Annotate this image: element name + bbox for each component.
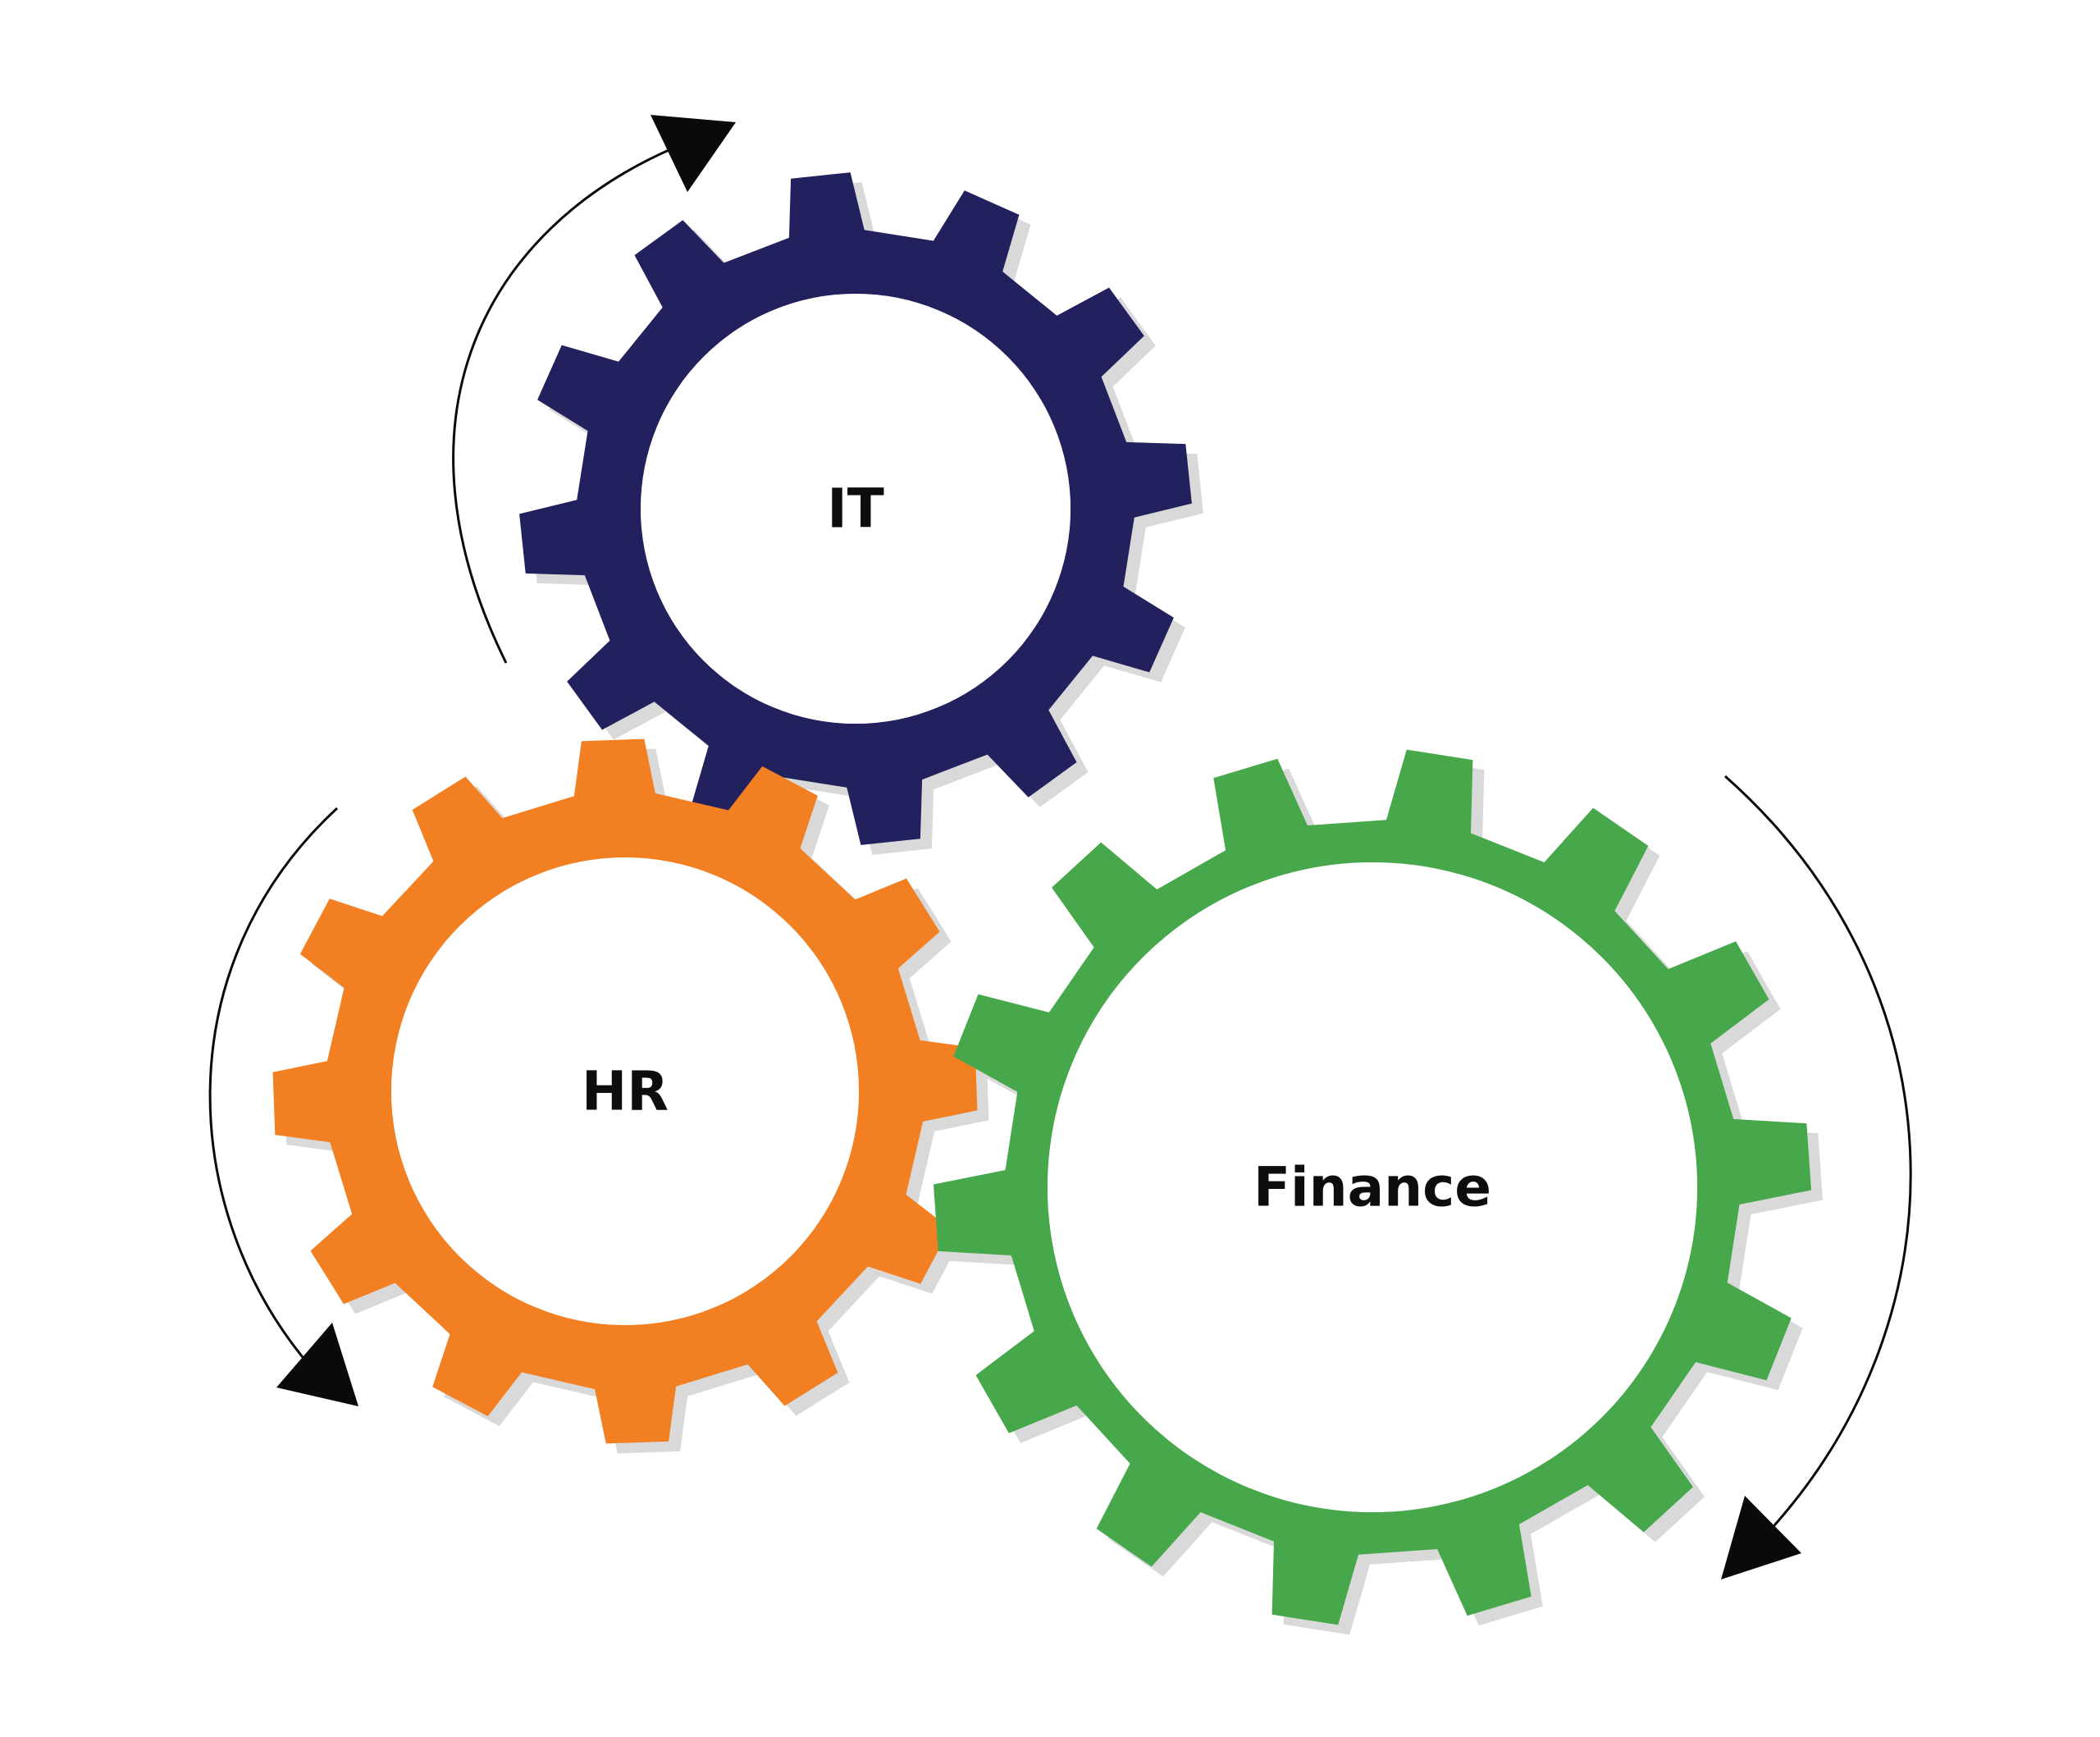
finance-gear-hub	[1048, 862, 1697, 1512]
hr-gear	[272, 738, 978, 1444]
it-gear	[519, 172, 1192, 845]
rotation-arrows	[208, 115, 1912, 1579]
hr-rotation-arc	[208, 807, 339, 1367]
finance-rotation-arc	[1724, 775, 1912, 1534]
gears-group	[272, 172, 1811, 1625]
hr-gear-hub	[391, 857, 859, 1325]
finance-rotation-arrowhead	[1721, 1496, 1801, 1579]
it-rotation-arc	[452, 146, 675, 664]
it-gear-hub	[641, 294, 1071, 724]
it-rotation-arrowhead	[651, 115, 736, 192]
gear-labels: IT HR Finance	[391, 294, 1697, 1512]
it-gear-label: IT	[827, 478, 884, 541]
finance-gear-label: Finance	[1253, 1156, 1491, 1219]
hr-gear-label: HR	[582, 1060, 669, 1123]
hr-rotation-arrowhead	[276, 1323, 358, 1406]
